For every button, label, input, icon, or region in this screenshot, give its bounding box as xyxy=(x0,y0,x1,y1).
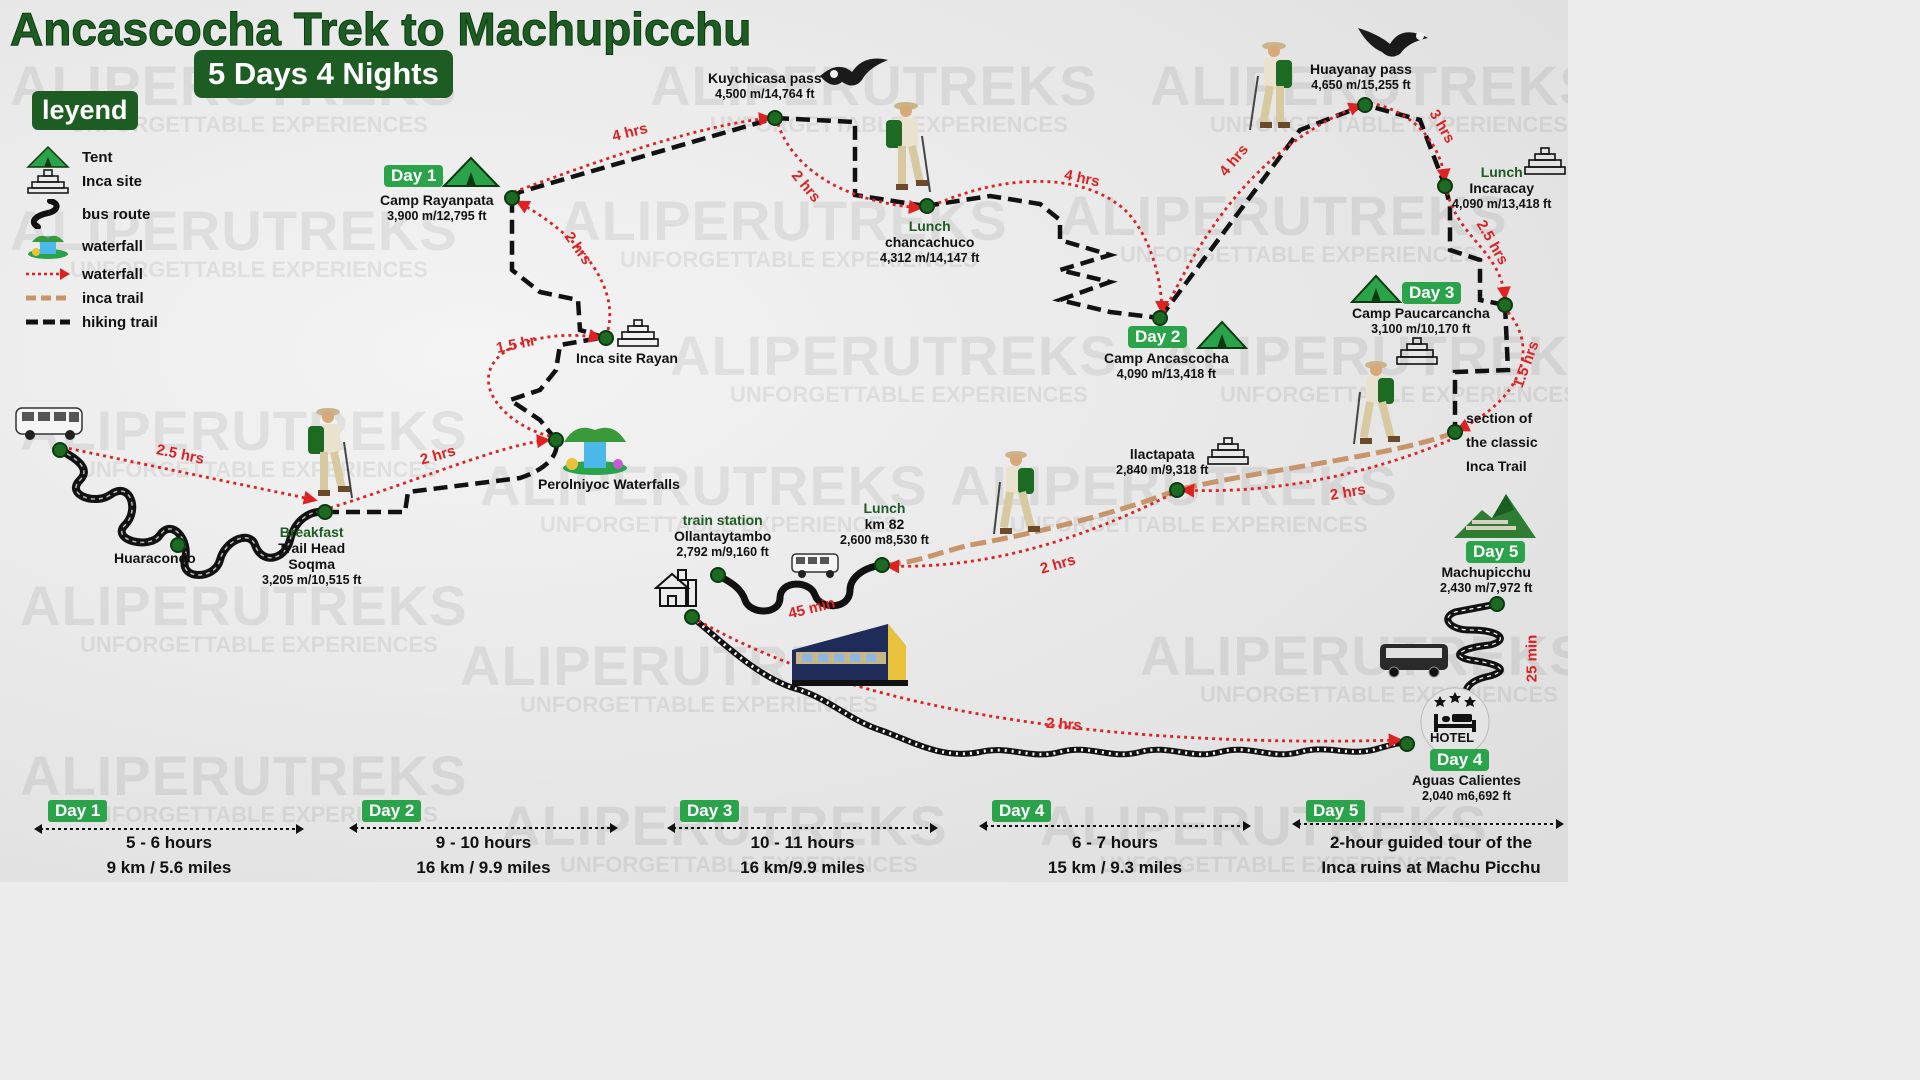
railway xyxy=(690,614,1408,758)
bus-icon xyxy=(1378,640,1452,685)
waypoints xyxy=(52,97,1513,752)
train-icon xyxy=(788,620,910,695)
tent-icon xyxy=(1349,274,1403,309)
inca-site-icon xyxy=(1206,436,1250,471)
hotel-label: HOTEL xyxy=(1430,730,1475,745)
hotel-icon xyxy=(1416,684,1494,761)
summary-day-4: Day 4 xyxy=(992,800,1052,822)
van-icon xyxy=(14,402,88,447)
bus-route-km82 xyxy=(714,561,886,615)
route-map xyxy=(34,97,1564,834)
legend-item-hiking-trail: hiking trail xyxy=(24,309,158,335)
summary-day-1: Day 1 xyxy=(48,800,108,822)
time-label: 2 hrs xyxy=(1045,714,1083,735)
condor-icon xyxy=(818,50,890,101)
hiker-icon xyxy=(1350,356,1406,455)
place-inca-site-rayan: Inca site Rayan xyxy=(576,350,678,366)
train-station-icon xyxy=(653,568,698,615)
day-badge-4: Day 4 xyxy=(1430,749,1490,771)
hiker-icon xyxy=(990,446,1046,545)
hiker-icon xyxy=(1246,36,1304,141)
legend-item-bus-route: bus route xyxy=(24,199,150,229)
duration-badge: 5 Days 4 Nights xyxy=(194,50,453,98)
place-soqma: Breakfast Trail Head Soqma 3,205 m/10,51… xyxy=(262,524,362,587)
inca-site-icon xyxy=(24,168,80,194)
day-badge-1: Day 1 xyxy=(384,165,444,187)
hiking-trail-line-icon xyxy=(24,309,80,335)
tent-icon xyxy=(24,144,80,170)
summary-day-3: Day 3 xyxy=(680,800,740,822)
legend-item-inca-site: Inca site xyxy=(24,168,142,194)
time-label: 25 min xyxy=(1523,634,1541,683)
day-badge-2: Day 2 xyxy=(1128,326,1188,348)
day-badge-5: Day 5 xyxy=(1466,541,1526,563)
time-arrows xyxy=(61,101,1525,748)
summary-day-2: Day 2 xyxy=(362,800,422,822)
legend-title: leyend xyxy=(32,91,138,130)
machupicchu-icon xyxy=(1452,490,1538,545)
legend-item-inca-trail: inca trail xyxy=(24,285,144,311)
red-dotted-arrow-icon xyxy=(24,261,80,287)
waterfall-icon xyxy=(560,420,630,481)
hiker-icon xyxy=(880,96,938,205)
hiker-icon xyxy=(300,402,360,511)
bus-route-icon xyxy=(24,199,80,229)
summary-day-5: Day 5 xyxy=(1306,800,1366,822)
inca-site-icon xyxy=(616,318,660,353)
inca-site-icon xyxy=(1395,336,1439,371)
summary-arrows xyxy=(40,823,1558,830)
condor-icon xyxy=(1356,14,1430,67)
tent-icon xyxy=(441,156,501,193)
inca-trail-line-icon xyxy=(24,285,80,311)
map-title: Ancascocha Trek to Machupicchu xyxy=(9,3,752,56)
place-perolniyoc: Perolniyoc Waterfalls xyxy=(538,476,680,492)
tent-icon xyxy=(1195,320,1249,355)
legend-item-tent: Tent xyxy=(24,144,113,170)
legend-item-waterfall: waterfall xyxy=(24,233,143,259)
van-icon xyxy=(790,550,842,585)
waterfall-icon xyxy=(24,233,80,259)
day-badge-3: Day 3 xyxy=(1402,282,1462,304)
inca-site-icon xyxy=(1524,146,1566,181)
legend-item-time-arrow: waterfall xyxy=(24,261,143,287)
inca-trail xyxy=(879,429,1456,568)
place-huaracondo: Huaracondo xyxy=(114,550,196,566)
